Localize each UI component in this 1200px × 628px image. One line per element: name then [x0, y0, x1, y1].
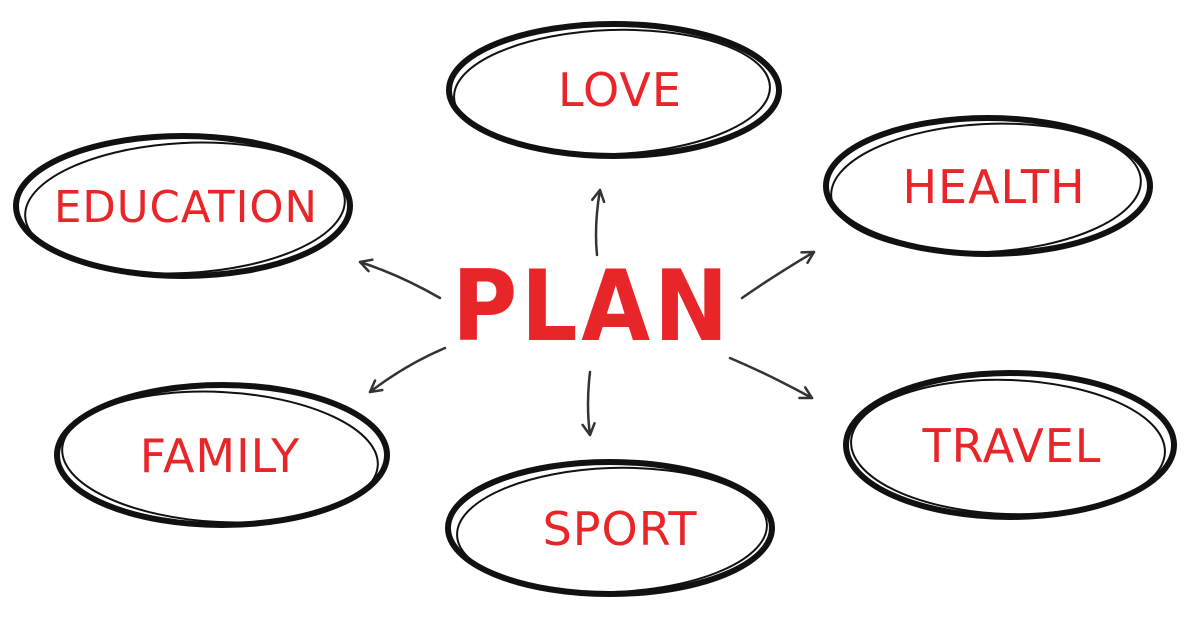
- arrow-to-education: [358, 258, 442, 300]
- center-label: PLAN: [452, 250, 732, 364]
- node-love: LOVE: [446, 21, 782, 159]
- connector-arrows: [358, 188, 816, 437]
- node-family-label: FAMILY: [140, 429, 301, 483]
- node-education-label: EDUCATION: [54, 182, 318, 233]
- node-education: EDUCATION: [13, 133, 353, 279]
- node-love-outline: [446, 21, 782, 159]
- arrow-to-sport: [581, 370, 596, 437]
- node-travel: TRAVEL: [843, 370, 1177, 520]
- node-love-outline-stroke: [453, 28, 771, 156]
- arrow-to-family: [368, 346, 447, 394]
- node-travel-outline: [843, 370, 1177, 520]
- arrow-to-health: [740, 250, 816, 300]
- node-family-outline-stroke: [61, 390, 379, 524]
- node-family-outline: [54, 382, 390, 528]
- node-sport-label: SPORT: [543, 502, 698, 556]
- node-love-label: LOVE: [558, 63, 682, 117]
- node-sport-outline-stroke: [456, 466, 768, 594]
- arrow-to-love: [590, 188, 606, 257]
- arrow-to-travel: [728, 356, 814, 400]
- node-health-outline-stroke: [830, 122, 1142, 254]
- node-health: HEALTH: [823, 115, 1153, 257]
- node-sport-outline: [445, 459, 775, 597]
- node-sport: SPORT: [445, 459, 775, 597]
- node-health-outline: [823, 115, 1153, 257]
- node-travel-label: TRAVEL: [922, 419, 1102, 473]
- node-health-label: HEALTH: [902, 160, 1085, 214]
- node-family: FAMILY: [54, 382, 390, 528]
- node-education-outline-stroke: [24, 141, 346, 275]
- node-education-outline: [13, 133, 353, 279]
- node-travel-outline-stroke: [850, 378, 1166, 516]
